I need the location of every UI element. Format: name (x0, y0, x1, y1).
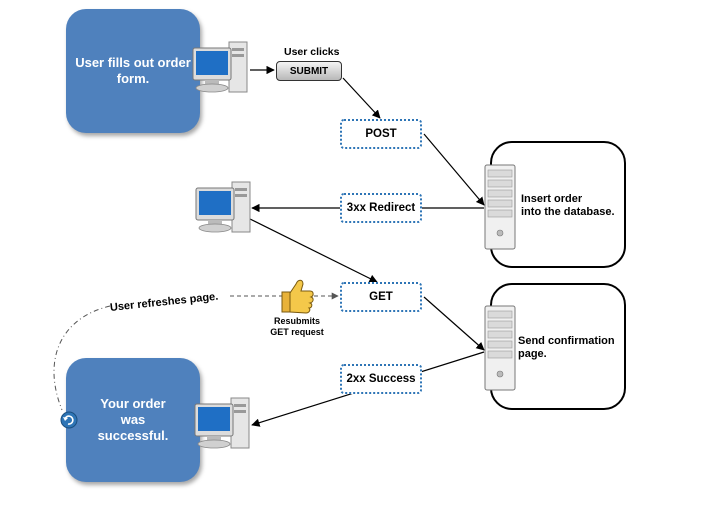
card-fill-order-form: User fills out order form. (66, 9, 200, 133)
resubmits-line-1: Resubmits (273, 316, 320, 326)
card-success-line-2: was (120, 412, 146, 427)
server-insert-line-2: into the database. (521, 206, 615, 218)
message-post: POST (340, 119, 422, 149)
server-confirm-line-2: page. (518, 348, 547, 360)
server-insert-text: Insert order into the database. (521, 193, 615, 219)
submit-button[interactable]: SUBMIT (276, 61, 342, 81)
message-2xx-success: 2xx Success (340, 364, 422, 394)
refresh-icon (60, 411, 78, 429)
arrow-post-to-server (423, 133, 485, 206)
card-order-success: Your order was successful. (66, 358, 200, 482)
card-fill-line-1: User fills out order (75, 55, 191, 70)
server-icon (484, 164, 516, 250)
desktop-computer-icon (195, 181, 251, 233)
resubmits-line-2: GET request (270, 327, 324, 337)
desktop-computer-icon (194, 397, 250, 449)
arrow-get-to-server (423, 296, 485, 351)
server-icon (484, 305, 516, 391)
user-clicks-caption: User clicks (284, 46, 340, 58)
resubmits-get-label: Resubmits GET request (268, 316, 326, 338)
desktop-computer-icon (192, 41, 248, 93)
server-insert-line-1: Insert order (521, 193, 583, 205)
card-fill-line-2: form. (116, 71, 150, 86)
arrow-submit-to-post (342, 77, 381, 119)
server-confirm-line-1: Send confirmation (518, 335, 615, 347)
refresh-dashed-curve (53, 305, 111, 411)
card-success-line-3: successful. (97, 428, 169, 443)
message-get: GET (340, 282, 422, 312)
arrow-computer-to-get (247, 217, 378, 283)
card-success-line-1: Your order (100, 396, 166, 411)
server-confirm-text: Send confirmation page. (518, 335, 615, 361)
thumbs-up-icon (281, 279, 314, 314)
message-3xx-redirect: 3xx Redirect (340, 193, 422, 223)
